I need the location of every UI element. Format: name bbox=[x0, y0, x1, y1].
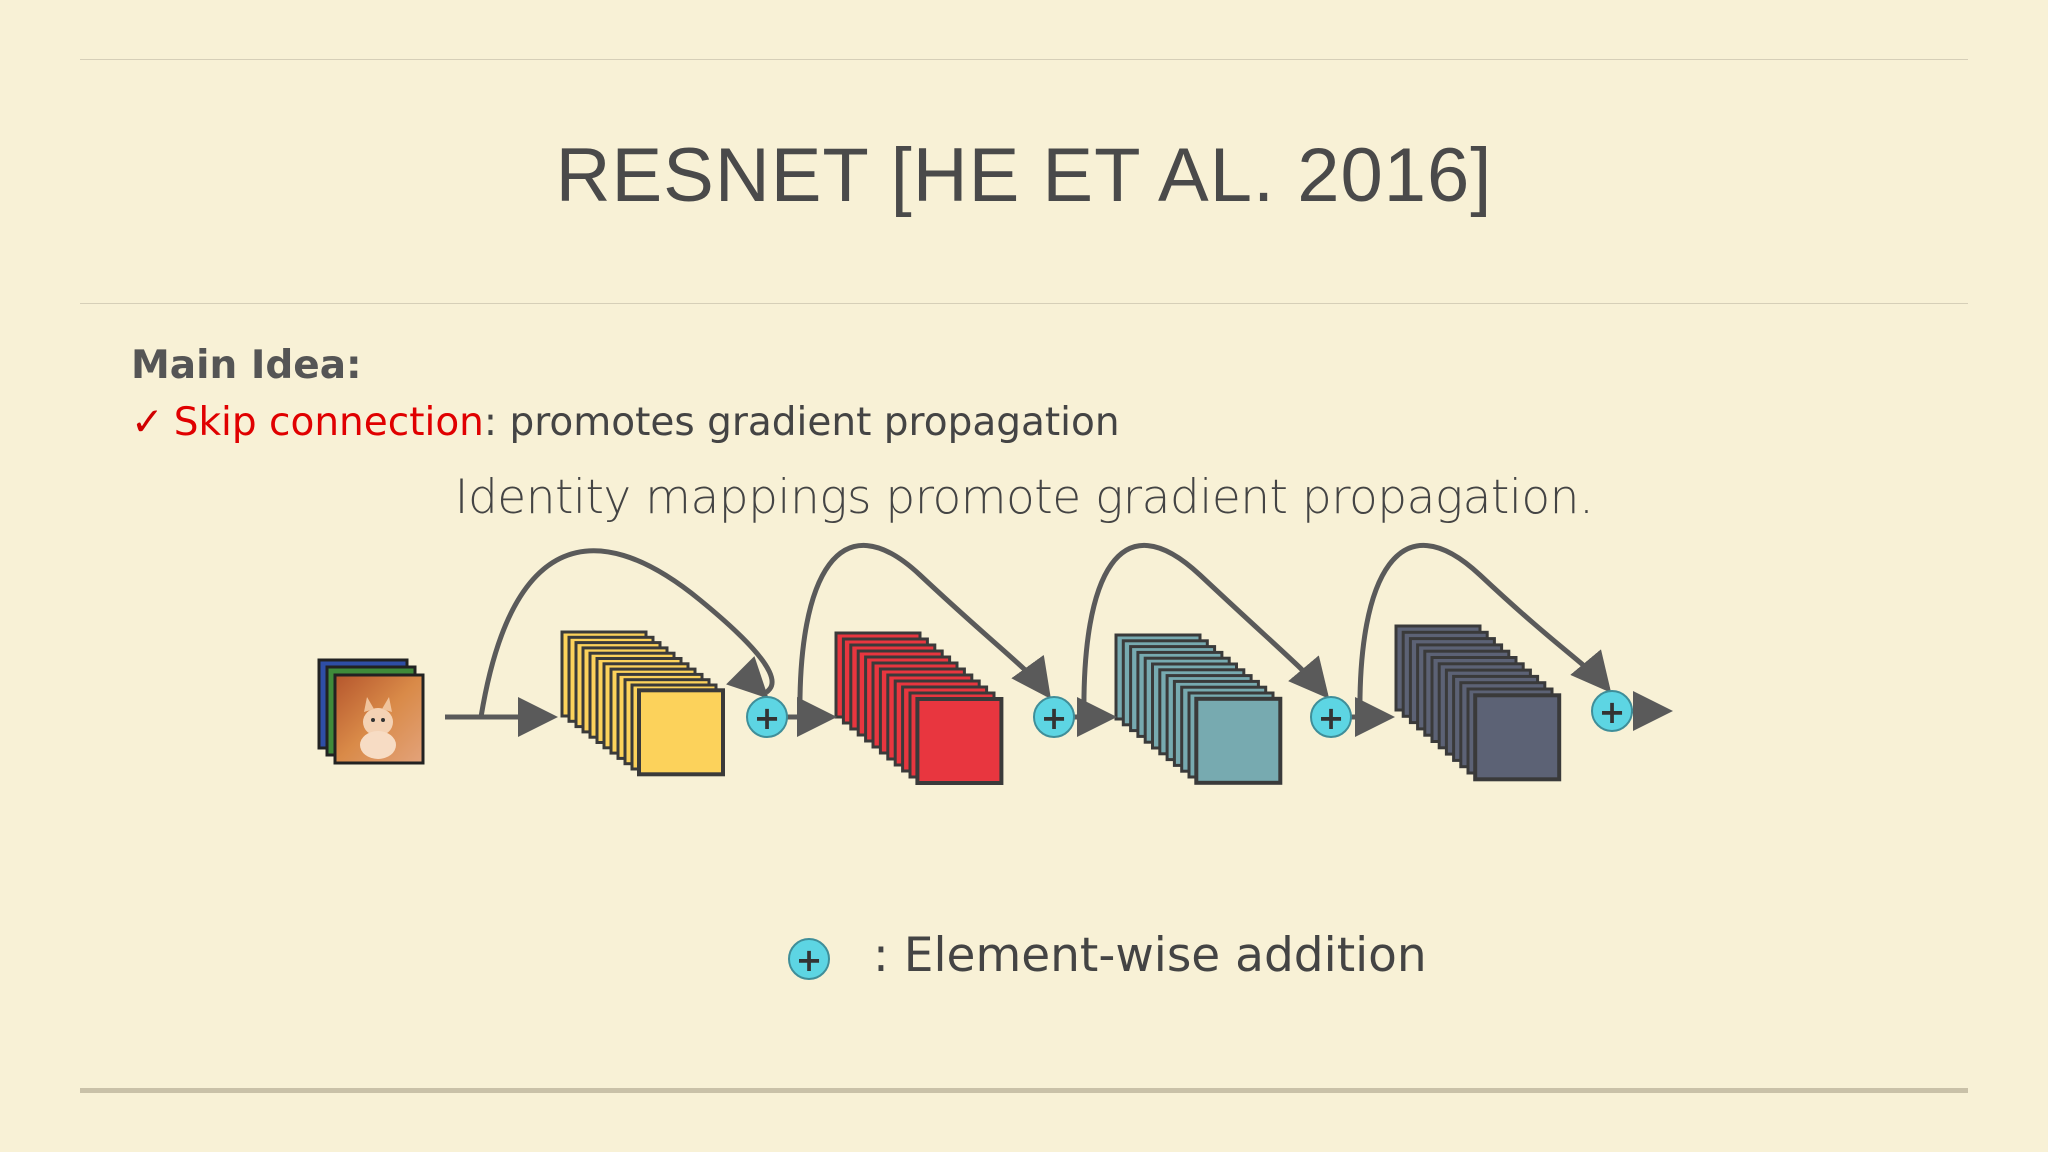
input-image-stack bbox=[317, 658, 425, 765]
top-rule bbox=[80, 59, 1968, 60]
adders: + + + + bbox=[746, 690, 1633, 738]
feature-map-front bbox=[915, 697, 1004, 785]
adder-circle bbox=[746, 696, 788, 738]
forward-arrows bbox=[445, 691, 1673, 737]
diagram-caption: Identity mappings promote gradient propa… bbox=[454, 470, 1594, 525]
bottom-rule bbox=[80, 1088, 1968, 1093]
bullet-text: : promotes gradient propagation bbox=[483, 400, 1120, 445]
feature-map-front bbox=[1194, 696, 1283, 785]
adder-circle bbox=[1591, 690, 1633, 732]
bullet-highlight: Skip connection bbox=[173, 400, 484, 445]
plus-icon: + bbox=[1318, 699, 1345, 737]
plus-icon: + bbox=[754, 699, 781, 737]
check-icon: ✓ bbox=[131, 400, 164, 445]
feature-map-front bbox=[637, 688, 725, 777]
addition-node-1: + bbox=[746, 696, 788, 738]
addition-node-3: + bbox=[1310, 696, 1352, 738]
block-red bbox=[834, 631, 1004, 785]
kitten-image bbox=[333, 673, 425, 765]
plus-icon: + bbox=[1599, 693, 1626, 731]
addition-node-2: + bbox=[1033, 696, 1075, 738]
block-yellow bbox=[560, 630, 725, 777]
addition-node-4: + bbox=[1591, 690, 1633, 732]
feature-map-front bbox=[1473, 693, 1562, 782]
skip-connection-4 bbox=[1357, 542, 1612, 718]
slide-title: RESNET [HE ET AL. 2016] bbox=[555, 133, 1493, 218]
residual-blocks bbox=[560, 624, 1562, 785]
skip-connection-1 bbox=[478, 548, 775, 718]
legend-plus: + bbox=[796, 941, 823, 979]
main-idea-label: Main Idea: bbox=[131, 343, 362, 388]
block-teal bbox=[1114, 633, 1283, 785]
skip-connections bbox=[478, 542, 1612, 718]
skip-connection-3 bbox=[1081, 542, 1330, 718]
plus-icon: + bbox=[1041, 699, 1068, 737]
bullet-skip-connection: ✓Skip connection: promotes gradient prop… bbox=[131, 400, 1120, 445]
legend-text: : Element-wise addition bbox=[873, 928, 1427, 983]
skip-connection-2 bbox=[797, 542, 1051, 718]
legend-adder-icon: + bbox=[788, 938, 830, 980]
adder-circle bbox=[1033, 696, 1075, 738]
adder-circle bbox=[1310, 696, 1352, 738]
block-slate bbox=[1394, 624, 1562, 782]
title-divider bbox=[80, 303, 1968, 304]
